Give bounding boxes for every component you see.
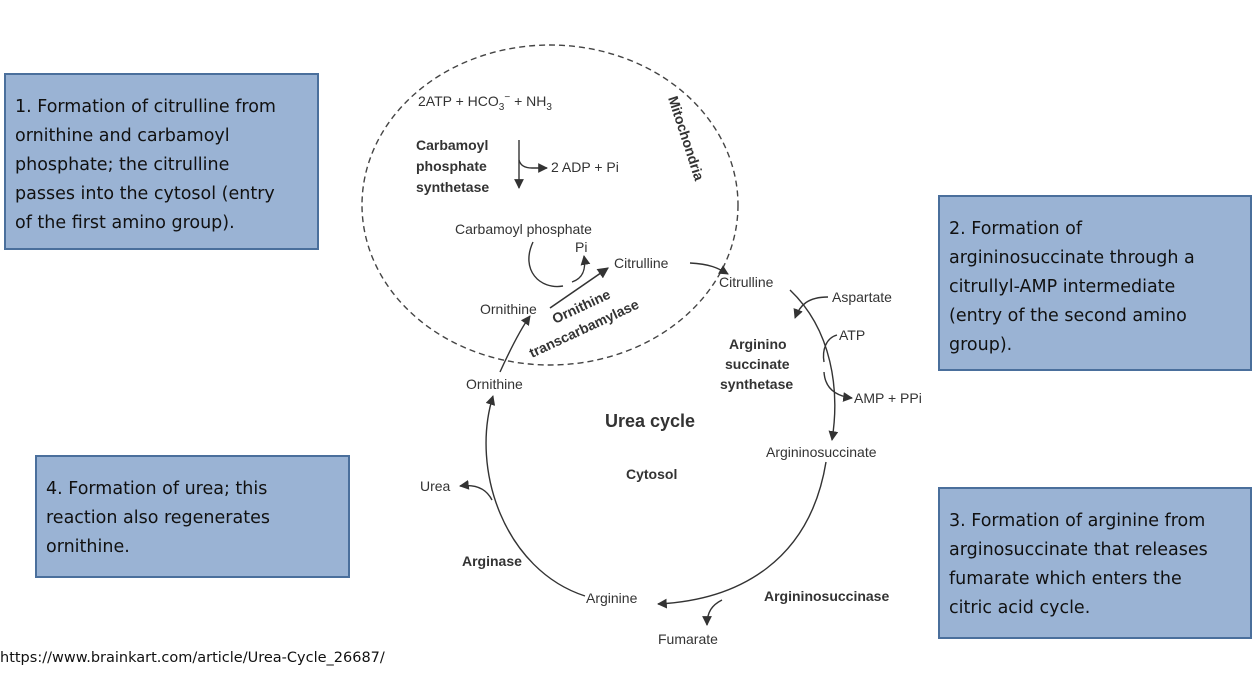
step-3-line: fumarate which enters the	[949, 569, 1182, 589]
step-1-line: passes into the cytosol (entry	[15, 184, 275, 204]
fumarate-output-arrow	[702, 599, 723, 626]
ornithine-mito-label: Ornithine	[480, 301, 537, 317]
step-2-line: 2. Formation of	[949, 219, 1083, 239]
adp-branch-arrow	[518, 159, 548, 173]
cytosol-label: Cytosol	[626, 466, 677, 482]
argininosuccinate-label: Argininosuccinate	[766, 444, 877, 460]
ass-enzyme-line: Arginino	[729, 336, 787, 352]
cycle-arc-argininosuccinate-to-arginine	[657, 461, 827, 609]
step-2-line: group).	[949, 335, 1013, 355]
urea-output-arrow	[459, 479, 493, 501]
aspartate-label: Aspartate	[832, 289, 892, 305]
amp-output-arrow	[823, 371, 853, 402]
otc-main-arrow	[549, 267, 609, 309]
mitochondria-label: Mitochondria	[665, 94, 707, 183]
pi-release-arrow	[571, 255, 591, 283]
source-link[interactable]: https://www.brainkart.com/article/Urea-C…	[0, 650, 385, 666]
amp-label: AMP + PPi	[854, 390, 922, 406]
cps-enzyme-line: Carbamoyl	[416, 137, 488, 153]
argininosuccinase-label: Argininosuccinase	[764, 588, 889, 604]
urea-label: Urea	[420, 478, 451, 494]
fumarate-label: Fumarate	[658, 631, 718, 647]
pi-label: Pi	[575, 239, 587, 255]
cycle-arc-arginine-to-ornithine	[485, 395, 586, 597]
step-4-line: 4. Formation of urea; this	[46, 479, 268, 499]
urea-cycle-title: Urea cycle	[605, 411, 695, 431]
step-1-line: phosphate; the citrulline	[15, 155, 230, 175]
step-3-line: 3. Formation of arginine from	[949, 511, 1206, 531]
citrulline-mito-label: Citrulline	[614, 255, 669, 271]
ass-enzyme-line: synthetase	[720, 376, 793, 392]
cycle-arc-ornithine-to-mito	[499, 315, 531, 373]
step-1-line: 1. Formation of citrulline from	[15, 97, 276, 117]
atp-input	[822, 334, 838, 363]
step-2-line: citrullyl-AMP intermediate	[949, 277, 1176, 297]
adp-label: 2 ADP + Pi	[551, 159, 619, 175]
step-1-line: of the first amino group).	[15, 213, 235, 233]
step-4-line: reaction also regenerates	[46, 508, 270, 528]
step-2-line: (entry of the second amino	[949, 306, 1187, 326]
citrulline-cyto-label: Citrulline	[719, 274, 774, 290]
ass-enzyme-line: succinate	[725, 356, 790, 372]
carbamoyl-phosphate-input	[528, 241, 564, 288]
step-2-line: argininosuccinate through a	[949, 248, 1195, 268]
carbamoyl-phosphate-label: Carbamoyl phosphate	[455, 221, 592, 237]
step-1-line: ornithine and carbamoyl	[15, 126, 230, 146]
cps-enzyme-line: synthetase	[416, 179, 489, 195]
reactants-label: 2ATP + HCO3− + NH3	[418, 92, 552, 113]
step-1-note: 1. Formation of citrulline from ornithin…	[4, 73, 319, 250]
cycle-arc-citrulline-to-argininosuccinate	[789, 289, 839, 441]
arginine-label: Arginine	[586, 590, 638, 606]
citrulline-transport-arrow	[689, 262, 729, 275]
step-3-note: 3. Formation of arginine from arginosucc…	[938, 487, 1252, 639]
arginase-label: Arginase	[462, 553, 522, 569]
step-3-line: arginosuccinate that releases	[949, 540, 1208, 560]
cps-enzyme-line: phosphate	[416, 158, 487, 174]
step-4-note: 4. Formation of urea; this reaction also…	[35, 455, 350, 578]
step-3-line: citric acid cycle.	[949, 598, 1091, 618]
mitochondria-boundary	[361, 44, 739, 366]
ornithine-cyto-label: Ornithine	[466, 376, 523, 392]
atp-label: ATP	[839, 327, 865, 343]
step-2-note: 2. Formation of argininosuccinate throug…	[938, 195, 1252, 371]
aspartate-input	[793, 296, 829, 319]
step-4-line: ornithine.	[46, 537, 130, 557]
